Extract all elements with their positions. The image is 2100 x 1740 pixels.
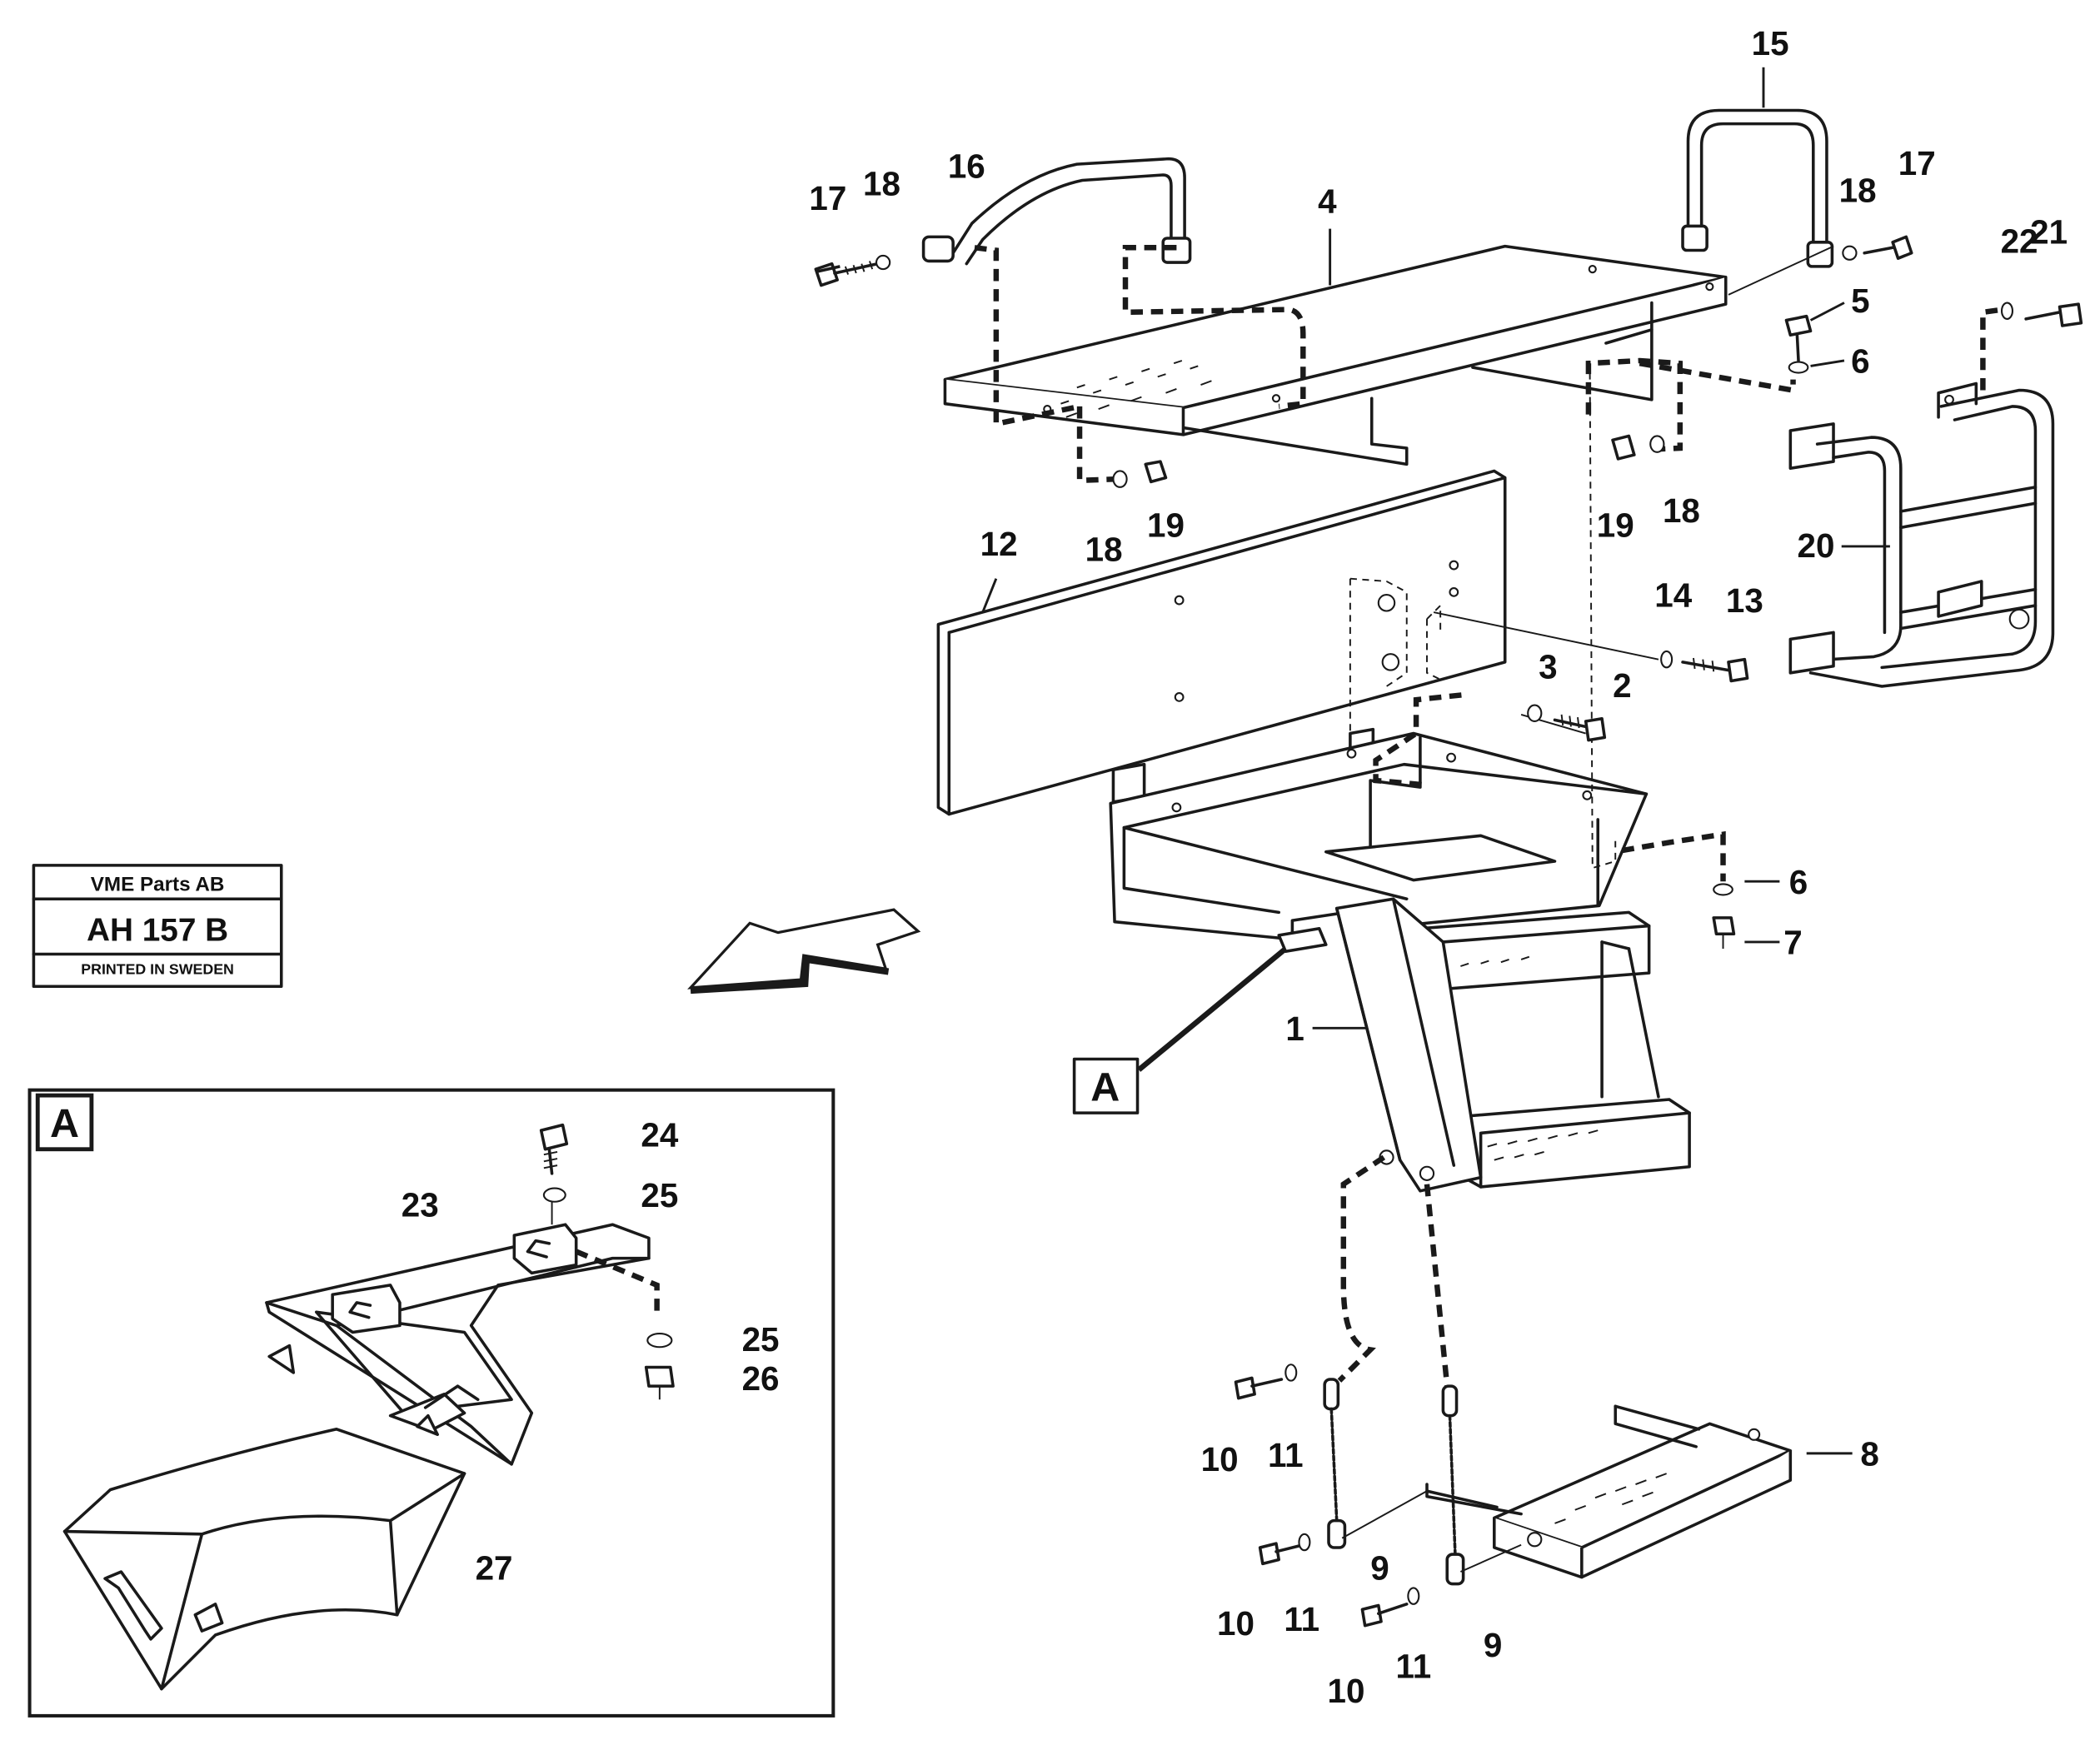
platform-part-4	[943, 244, 1728, 466]
callout-5: 5	[1851, 282, 1869, 320]
callout-11: 11	[1268, 1436, 1304, 1474]
callout-16: 16	[948, 147, 985, 185]
callout-1: 1	[1285, 1010, 1304, 1048]
title-drawing-number: AH 157 B	[87, 912, 228, 948]
callout-26: 26	[742, 1359, 780, 1398]
callout-18: 18	[1839, 171, 1877, 209]
callout-13: 13	[1726, 581, 1763, 620]
reference-marker-letter: A	[1090, 1065, 1120, 1110]
callout-10: 10	[1217, 1604, 1255, 1643]
callout-18: 18	[863, 164, 900, 202]
callout-9: 9	[1370, 1549, 1389, 1588]
callout-10: 10	[1328, 1672, 1365, 1710]
detail-view-letter: A	[50, 1101, 79, 1146]
callout-11: 11	[1395, 1648, 1431, 1686]
chain-part-9	[1323, 1378, 1522, 1586]
rail-part-20	[1788, 381, 2055, 688]
reference-pointer: A	[1072, 946, 1288, 1114]
fasteners	[814, 235, 2083, 1628]
callout-9: 9	[1484, 1626, 1502, 1664]
callout-6: 6	[1851, 342, 1869, 381]
handle-part-15	[1681, 108, 1834, 268]
title-printed: PRINTED IN SWEDEN	[81, 961, 234, 978]
callout-2: 2	[1613, 666, 1631, 705]
callout-27: 27	[476, 1549, 513, 1588]
step-part-8	[1425, 1404, 1793, 1579]
panel-part-12	[936, 469, 1507, 816]
callout-21: 21	[2030, 212, 2068, 251]
callout-17: 17	[1898, 144, 1936, 182]
callout-25: 25	[641, 1176, 678, 1214]
callout-15: 15	[1752, 24, 1789, 62]
assembly-lines	[974, 245, 2004, 1387]
forward-arrow-icon	[687, 908, 921, 995]
callout-17: 17	[809, 179, 846, 217]
title-block: VME Parts AB AH 157 B PRINTED IN SWEDEN	[32, 864, 283, 989]
callout-22: 22	[2001, 222, 2038, 261]
callout-24: 24	[641, 1116, 678, 1154]
callout-23: 23	[402, 1186, 439, 1224]
callout-12: 12	[980, 525, 1018, 563]
callout-8: 8	[1860, 1434, 1878, 1473]
callout-25: 25	[742, 1320, 780, 1359]
callout-labels: 15 16 17 18 4 18 17 22 21 5 6 18 19 19 1…	[402, 24, 2068, 1710]
callout-11: 11	[1284, 1600, 1319, 1638]
handle-part-16	[921, 157, 1192, 266]
callout-18: 18	[1085, 531, 1123, 569]
step-frame-part-1	[1109, 727, 1691, 1193]
callout-20: 20	[1798, 526, 1835, 565]
callout-6: 6	[1789, 863, 1808, 901]
callout-19: 19	[1147, 506, 1185, 545]
title-company: VME Parts AB	[91, 874, 225, 896]
callout-19: 19	[1597, 506, 1634, 545]
callout-10: 10	[1201, 1440, 1239, 1478]
callout-7: 7	[1783, 923, 1802, 961]
callout-3: 3	[1539, 647, 1557, 686]
callout-18: 18	[1663, 491, 1700, 530]
detail-view-a: A	[27, 1088, 836, 1718]
callout-14: 14	[1654, 576, 1692, 615]
callout-4: 4	[1318, 182, 1337, 220]
